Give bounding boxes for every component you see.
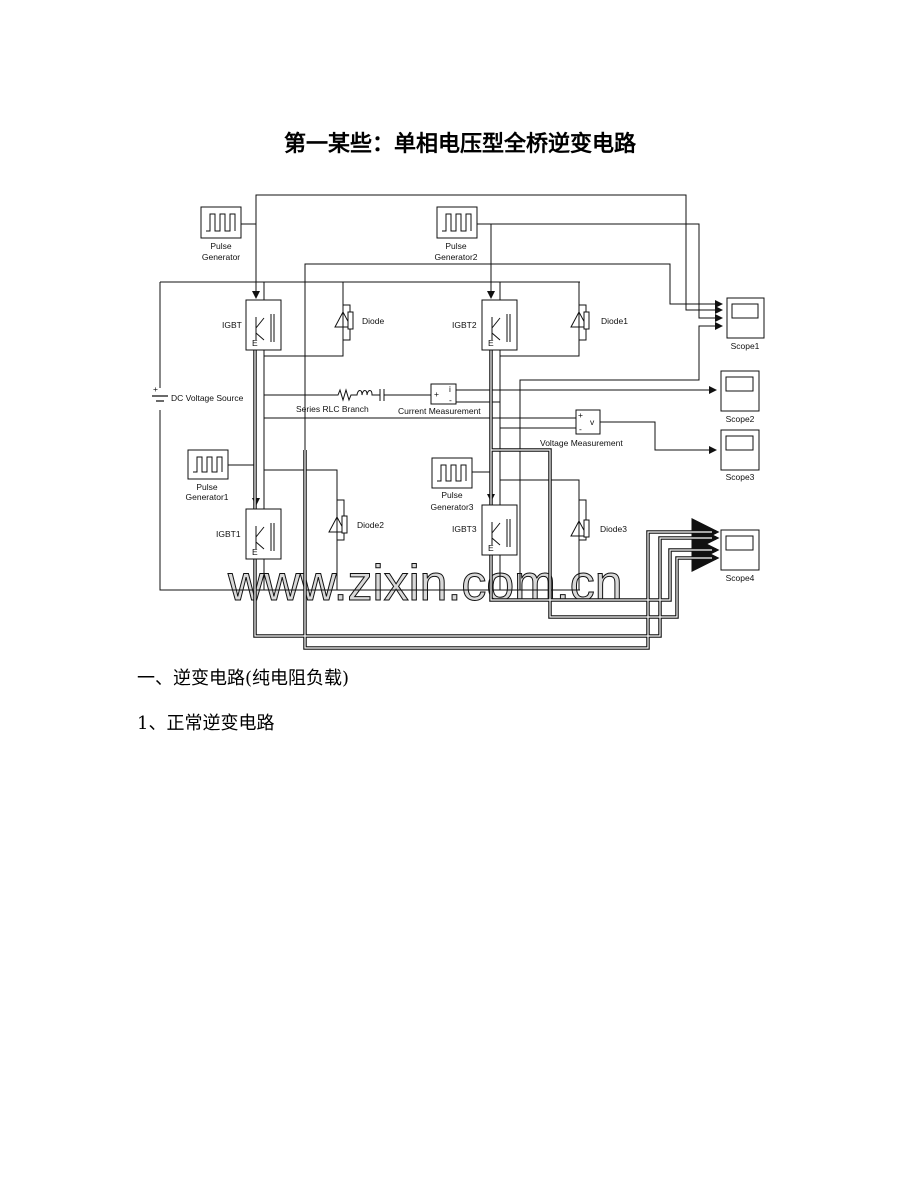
current-measurement[interactable] bbox=[430, 383, 457, 405]
igbt1-block[interactable] bbox=[245, 508, 282, 560]
pulse-icon bbox=[206, 213, 236, 232]
label: Generator bbox=[202, 252, 240, 262]
label: IGBT3 bbox=[452, 524, 477, 534]
label: Voltage Measurement bbox=[540, 438, 623, 448]
label: Scope1 bbox=[731, 341, 760, 351]
label: + bbox=[153, 384, 158, 394]
port-e: E bbox=[252, 338, 258, 348]
igbt-icon bbox=[255, 523, 275, 551]
label: Diode1 bbox=[601, 316, 628, 326]
scope2[interactable] bbox=[720, 370, 760, 412]
diode-block[interactable] bbox=[334, 300, 354, 345]
label: Generator1 bbox=[186, 492, 229, 502]
power-rails bbox=[159, 281, 580, 591]
label: Series RLC Branch bbox=[296, 404, 369, 414]
label: Generator3 bbox=[431, 502, 474, 512]
label: v bbox=[590, 417, 595, 427]
scope3[interactable] bbox=[720, 429, 760, 471]
igbt3-block[interactable] bbox=[481, 504, 518, 556]
port-e: E bbox=[488, 543, 494, 553]
label: - bbox=[449, 395, 452, 405]
igbt2-block[interactable] bbox=[481, 299, 518, 351]
label: Current Measurement bbox=[398, 406, 481, 416]
pulse-icon bbox=[193, 456, 223, 473]
label: Pulse bbox=[210, 241, 232, 251]
label: DC Voltage Source bbox=[171, 393, 244, 403]
pulse-icon bbox=[442, 213, 472, 232]
pulse-icon bbox=[437, 464, 467, 482]
scope4[interactable] bbox=[720, 529, 760, 571]
igbt-block[interactable] bbox=[245, 299, 282, 351]
label: IGBT bbox=[222, 320, 242, 330]
label: Scope3 bbox=[726, 472, 755, 482]
pulse-generator2[interactable] bbox=[436, 206, 478, 239]
voltage-measurement[interactable] bbox=[575, 409, 601, 435]
label: - bbox=[579, 424, 582, 434]
pulse-generator3[interactable] bbox=[431, 457, 473, 489]
label: IGBT2 bbox=[452, 320, 477, 330]
page-title: 第一某些：单相电压型全桥逆变电路 bbox=[283, 131, 636, 157]
label: Pulse bbox=[196, 482, 218, 492]
label: Generator2 bbox=[435, 252, 478, 262]
label: Scope4 bbox=[726, 573, 755, 583]
label: Diode2 bbox=[357, 520, 384, 530]
series-rlc-branch[interactable] bbox=[330, 388, 395, 402]
scope1[interactable] bbox=[726, 297, 765, 339]
diode3-block[interactable] bbox=[570, 490, 590, 545]
label: + bbox=[578, 410, 583, 420]
igbt-icon bbox=[491, 314, 511, 342]
dc-voltage-source[interactable] bbox=[152, 395, 168, 402]
diagram-labels: Pulse Generator Pulse Generator2 Pulse G… bbox=[153, 241, 760, 583]
pulse-generator1[interactable] bbox=[187, 449, 229, 480]
igbt-icon bbox=[491, 519, 511, 547]
label: Diode bbox=[362, 316, 384, 326]
subsection-heading: 1、正常逆变电路 bbox=[137, 713, 275, 734]
igbt-icon bbox=[255, 314, 275, 342]
label: i bbox=[449, 384, 451, 394]
watermark: www.zixin.com.cn bbox=[227, 555, 623, 611]
label: + bbox=[434, 389, 439, 399]
signal-wires bbox=[228, 194, 723, 590]
bus-wire-centers bbox=[254, 350, 712, 649]
label: IGBT1 bbox=[216, 529, 241, 539]
label: Scope2 bbox=[726, 414, 755, 424]
label: Pulse bbox=[441, 490, 463, 500]
label: Pulse bbox=[445, 241, 467, 251]
section-heading: 一、逆变电路(纯电阻负载) bbox=[137, 668, 350, 689]
port-e: E bbox=[252, 547, 258, 557]
label: Diode3 bbox=[600, 524, 627, 534]
pulse-generator[interactable] bbox=[200, 206, 242, 239]
diode2-block[interactable] bbox=[328, 490, 348, 545]
diode1-block[interactable] bbox=[570, 300, 590, 345]
port-e: E bbox=[488, 338, 494, 348]
